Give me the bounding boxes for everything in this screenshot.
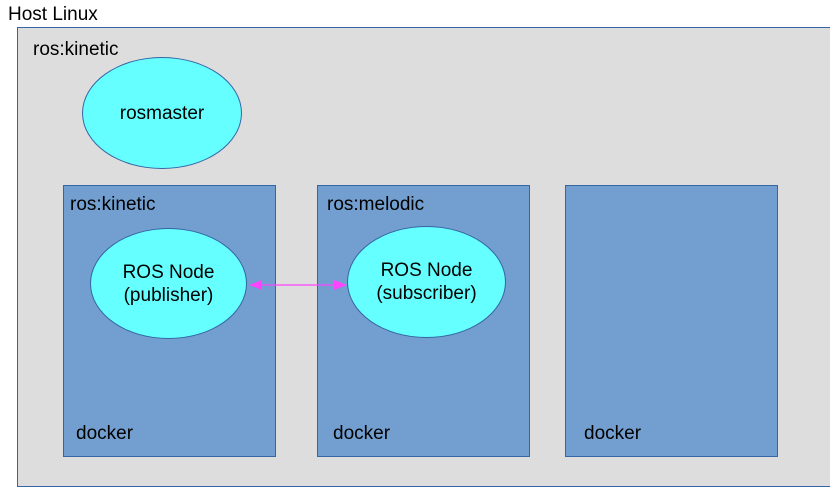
rosmaster-label: rosmaster bbox=[119, 102, 205, 124]
ros-node-subscriber: ROS Node (subscriber) bbox=[347, 226, 506, 338]
ros-node-publisher-label: ROS Node (publisher) bbox=[122, 261, 215, 306]
rosmaster-node: rosmaster bbox=[82, 57, 242, 169]
container-melodic-image-label: ros:melodic bbox=[327, 194, 425, 215]
container-melodic-docker-label: docker bbox=[333, 423, 391, 444]
container-empty-docker-label: docker bbox=[584, 423, 642, 444]
link-arrowhead-left bbox=[249, 280, 262, 290]
host-linux-label: Host Linux bbox=[8, 4, 98, 25]
container-melodic: ros:melodic docker bbox=[317, 185, 530, 457]
ros-node-subscriber-label: ROS Node (subscriber) bbox=[376, 260, 477, 304]
ros-node-publisher: ROS Node (publisher) bbox=[90, 228, 247, 339]
container-empty: docker bbox=[565, 185, 778, 457]
container-kinetic-image-label: ros:kinetic bbox=[70, 194, 156, 215]
container-kinetic-docker-label: docker bbox=[76, 423, 134, 444]
link-arrowhead-right bbox=[334, 280, 347, 290]
host-image-label: ros:kinetic bbox=[33, 39, 119, 60]
pub-sub-link-arrow bbox=[249, 280, 347, 290]
